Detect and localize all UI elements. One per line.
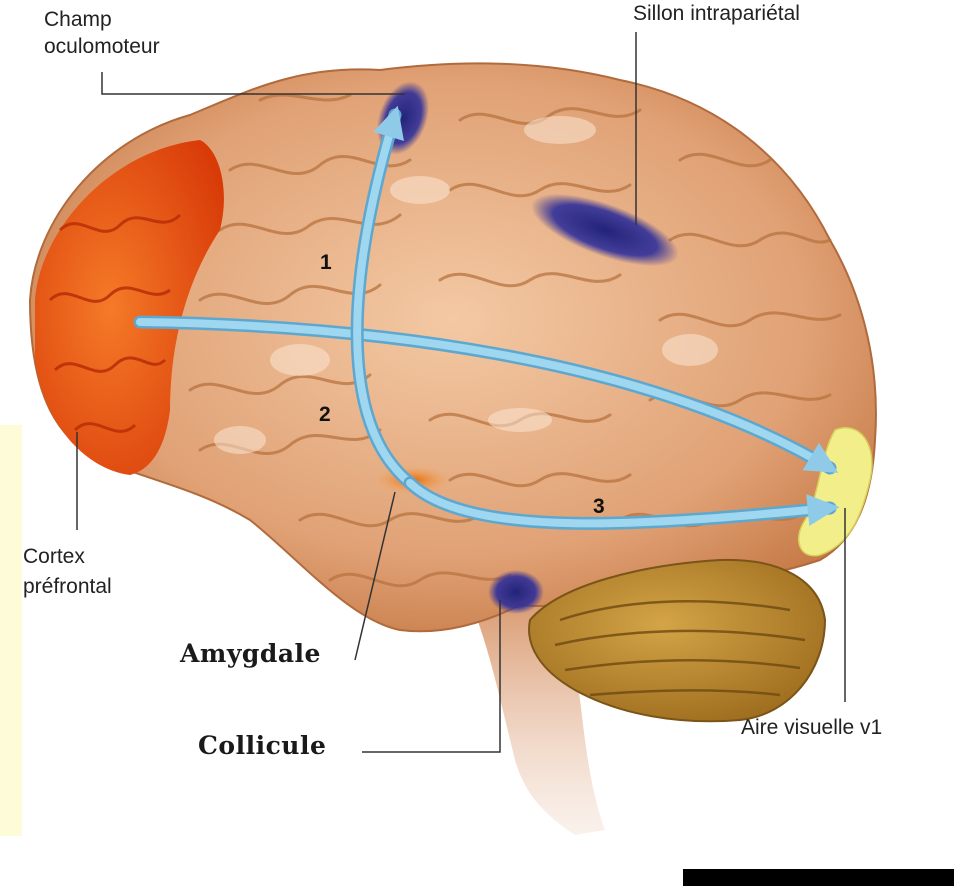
- label-amygdale: Amygdale: [180, 639, 321, 669]
- pathway-number-1: 1: [320, 251, 332, 275]
- colliculus-activation: [488, 570, 544, 614]
- label-cortex-prefrontal-line2: préfrontal: [23, 574, 112, 600]
- pathway-number-2: 2: [319, 403, 331, 427]
- label-collicule: Collicule: [198, 731, 326, 761]
- label-aire-visuelle-v1: Aire visuelle v1: [741, 715, 882, 741]
- label-sillon-intraparietal: Sillon intrapariétal: [633, 1, 800, 27]
- label-champ-oculomoteur-line1: Champ: [44, 7, 112, 33]
- label-cortex-prefrontal-line1: Cortex: [23, 544, 85, 570]
- pathway-number-3: 3: [593, 495, 605, 519]
- label-champ-oculomoteur-line2: oculomoteur: [44, 34, 160, 60]
